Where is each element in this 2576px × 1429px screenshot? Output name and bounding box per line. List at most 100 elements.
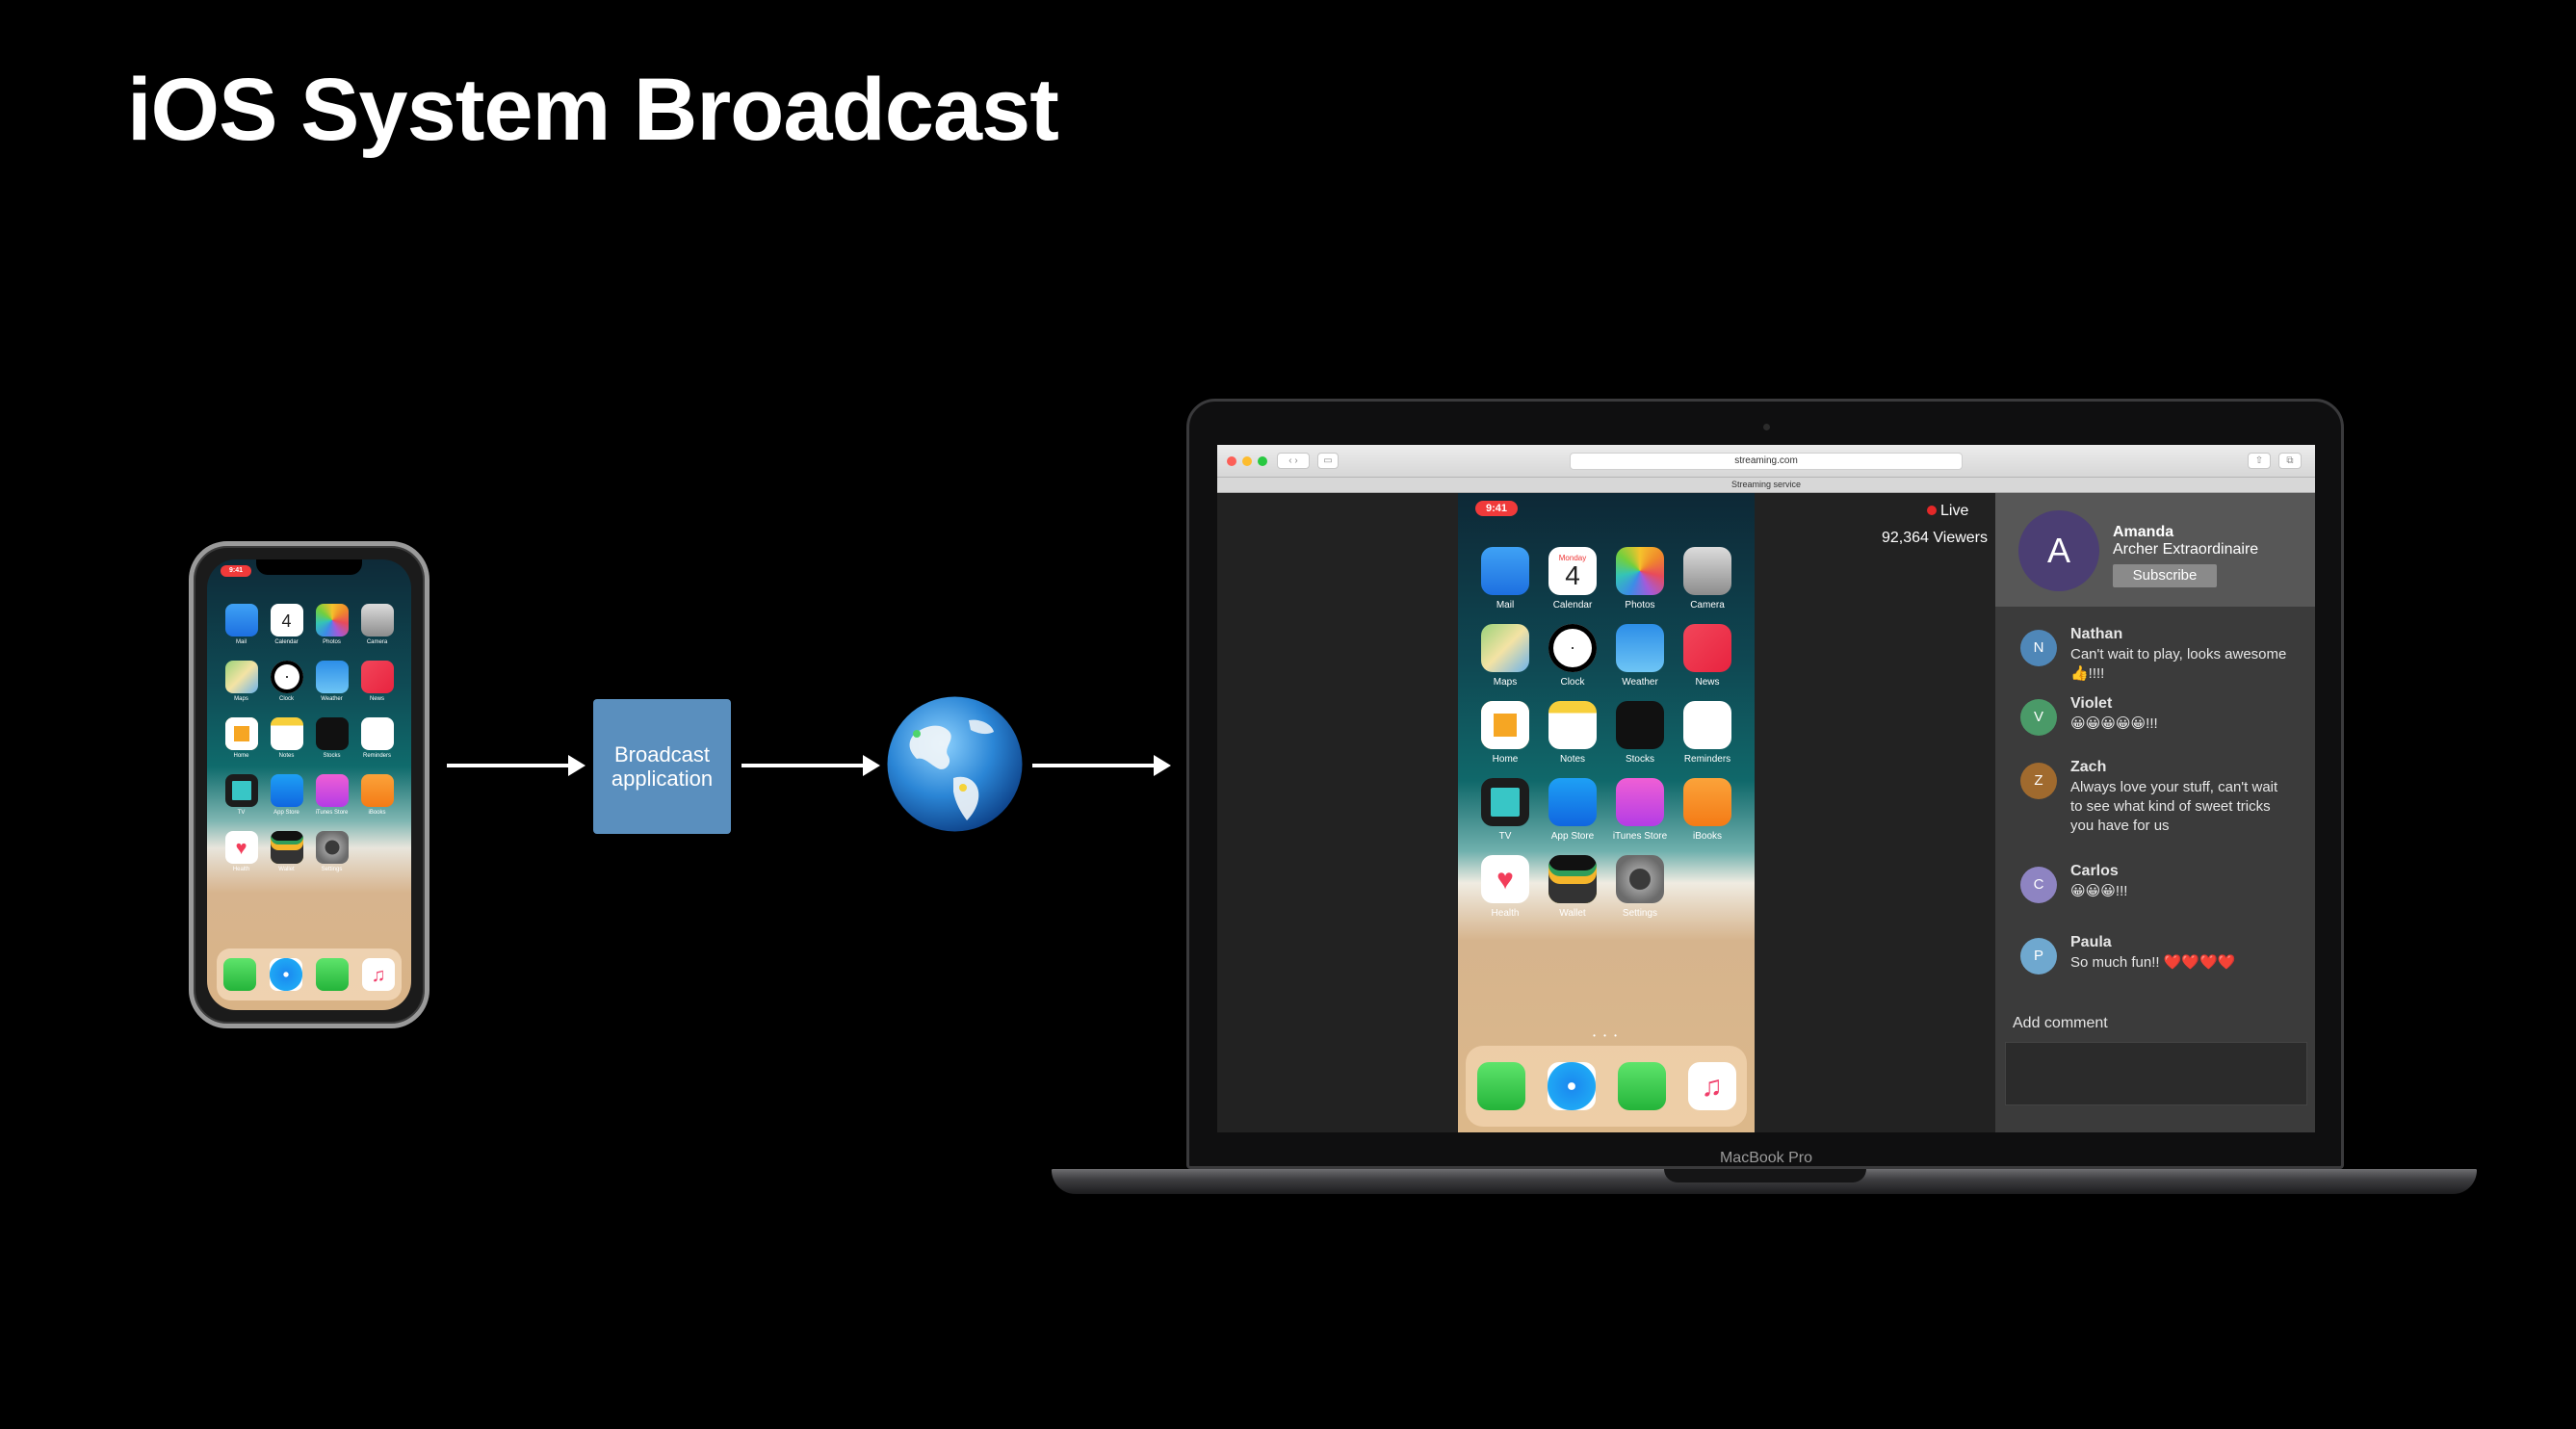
app-tv[interactable]: TV [224,774,258,816]
dock: ♫ [217,948,402,1000]
stocks-icon [1616,701,1664,749]
minimize-button[interactable] [1242,456,1252,466]
app-reminders[interactable]: Reminders [360,717,394,759]
live-indicator: Live [1927,503,1968,520]
app-home: Home [1481,701,1529,765]
subscribe-button[interactable]: Subscribe [2113,564,2217,587]
app-stocks[interactable]: Stocks [315,717,349,759]
app-maps[interactable]: Maps [224,661,258,702]
messages-icon[interactable] [316,958,349,991]
app-itunes-store[interactable]: iTunes Store [315,774,349,816]
slide-title: iOS System Broadcast [127,61,1059,159]
phone-notch [256,559,362,575]
broadcast-application-box: Broadcast application [593,699,731,834]
mail-icon [224,604,258,637]
comment-author: Nathan [2070,626,2123,642]
macbook-lid-notch [1664,1169,1866,1182]
settings-icon [1616,855,1664,903]
health-icon: ♥ [1481,855,1529,903]
phone-icon [1476,1062,1525,1110]
wallet-icon [1548,855,1597,903]
music-icon[interactable]: ♫ [362,958,395,991]
app-news[interactable]: News [360,661,394,702]
app-wallet[interactable]: Wallet [270,831,303,872]
safari-icon[interactable] [270,958,302,991]
camera-icon [1683,547,1731,595]
app-store-icon [1548,778,1597,826]
health-icon: ♥ [224,831,258,864]
itunes-store-icon [315,774,349,807]
maps-icon [1481,624,1529,672]
globe-icon [887,696,1023,832]
comment-text: 😀😀😀😀😀!!! [2070,715,2158,732]
app-camera[interactable]: Camera [360,604,394,645]
app-clock: Clock [1548,624,1597,688]
arrow-phone-to-app [447,755,585,776]
add-comment-label: Add comment [2013,1015,2108,1031]
app-stocks: Stocks [1616,701,1664,765]
app-weather[interactable]: Weather [315,661,349,702]
app-store-icon [270,774,303,807]
app-reminders: Reminders [1683,701,1731,765]
ibooks-icon [1683,778,1731,826]
app-home[interactable]: Home [224,717,258,759]
app-clock[interactable]: Clock [270,661,303,702]
comment-author: Paula [2070,934,2112,950]
app-app-store[interactable]: App Store [270,774,303,816]
notes-icon [270,717,303,750]
app-photos[interactable]: Photos [315,604,349,645]
home-icon [1481,701,1529,749]
comment-author: Zach [2070,759,2107,775]
zoom-button[interactable] [1258,456,1267,466]
home-icon [224,717,258,750]
tabs-icon[interactable]: ⧉ [2278,453,2302,469]
app-ibooks[interactable]: iBooks [360,774,394,816]
arrow-globe-to-laptop [1032,755,1171,776]
page-dots: • • • [1593,1031,1620,1040]
viewer-count: 92,364 Viewers [1882,530,1988,546]
comment-text: 😀😀😀!!! [2070,883,2128,899]
app-settings: Settings [1616,855,1664,919]
safari-icon [1547,1062,1596,1110]
page-title: Streaming service [1730,480,1802,489]
back-forward-buttons[interactable]: ‹ › [1277,453,1310,469]
share-icon[interactable]: ⇧ [2248,453,2271,469]
news-icon [1683,624,1731,672]
status-time: 9:41 [221,565,251,577]
app-app-store: App Store [1548,778,1597,842]
photos-icon [1616,547,1664,595]
app-notes[interactable]: Notes [270,717,303,759]
broadcast-application-label: Broadcast application [611,742,714,791]
app-settings[interactable]: Settings [315,831,349,872]
macbook-brand-label: MacBook Pro [1719,1150,1813,1166]
app-health[interactable]: ♥Health [224,831,258,872]
macbook-screen: ‹ › ▭ streaming.com ⇧ ⧉ Streaming servic… [1217,445,2315,1132]
sidebar-toggle-icon[interactable]: ▭ [1317,453,1339,469]
chat-sidebar: A Amanda Archer Extraordinaire Subscribe… [1995,493,2315,1132]
comment-author: Carlos [2070,863,2119,879]
wallet-icon [270,831,303,864]
app-camera: Camera [1683,547,1731,611]
maps-icon [224,661,258,693]
add-comment-input[interactable] [2005,1042,2307,1105]
comment-text: So much fun!! ❤️❤️❤️❤️ [2070,954,2236,971]
app-maps: Maps [1481,624,1529,688]
app-mail[interactable]: Mail [224,604,258,645]
close-button[interactable] [1227,456,1236,466]
photos-icon [315,604,349,637]
address-bar[interactable]: streaming.com [1570,453,1963,470]
browser-toolbar: ‹ › ▭ streaming.com ⇧ ⧉ [1217,445,2315,478]
phone-icon[interactable] [223,958,256,991]
avatar: C [2020,867,2057,903]
messages-icon [1617,1062,1666,1110]
streamer-subtitle: Archer Extraordinaire [2113,541,2259,558]
clock-icon [1548,624,1597,672]
avatar: N [2020,630,2057,666]
app-health: ♥Health [1481,855,1529,919]
